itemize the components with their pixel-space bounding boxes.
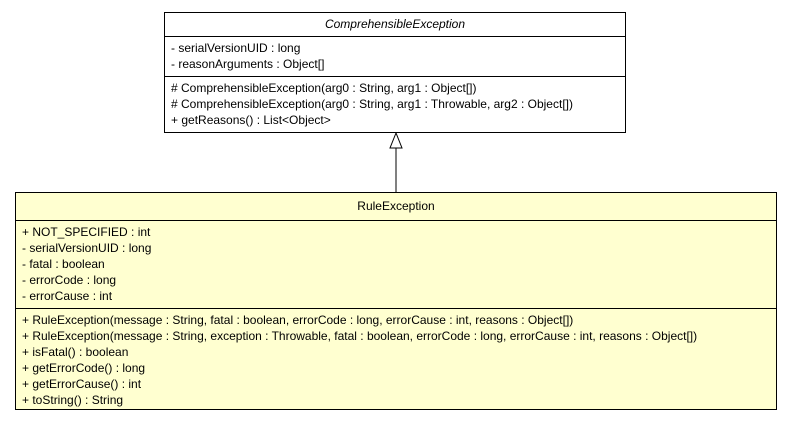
attribute: - serialVersionUID : long xyxy=(171,41,301,55)
attributes-section: - serialVersionUID : long - reasonArgume… xyxy=(165,37,625,76)
attribute: - errorCode : long xyxy=(22,273,117,287)
class-name: RuleException xyxy=(16,193,776,221)
generalization-arrowhead xyxy=(389,131,403,149)
class-rule-exception[interactable]: RuleException + NOT_SPECIFIED : int - se… xyxy=(15,192,777,410)
attribute: - serialVersionUID : long xyxy=(22,241,152,255)
operation: # ComprehensibleException(arg0 : String,… xyxy=(171,97,573,111)
attribute: + NOT_SPECIFIED : int xyxy=(22,225,151,239)
attributes-section: + NOT_SPECIFIED : int - serialVersionUID… xyxy=(16,221,776,308)
attribute: - reasonArguments : Object[] xyxy=(171,57,325,71)
operation: + getErrorCause() : int xyxy=(22,377,142,391)
class-comprehensible-exception[interactable]: ComprehensibleException - serialVersionU… xyxy=(164,12,626,133)
attribute: - fatal : boolean xyxy=(22,257,105,271)
operations-section: + RuleException(message : String, fatal … xyxy=(16,308,776,412)
operation: # ComprehensibleException(arg0 : String,… xyxy=(171,81,477,95)
class-name: ComprehensibleException xyxy=(165,13,625,37)
operation: + toString() : String xyxy=(22,393,124,407)
operation: + RuleException(message : String, except… xyxy=(22,329,698,343)
operation: + getErrorCode() : long xyxy=(22,361,146,375)
operation: + isFatal() : boolean xyxy=(22,345,129,359)
operations-section: # ComprehensibleException(arg0 : String,… xyxy=(165,76,625,132)
attribute: - errorCause : int xyxy=(22,289,113,303)
operation: + RuleException(message : String, fatal … xyxy=(22,313,574,327)
operation: + getReasons() : List<Object> xyxy=(171,113,331,127)
